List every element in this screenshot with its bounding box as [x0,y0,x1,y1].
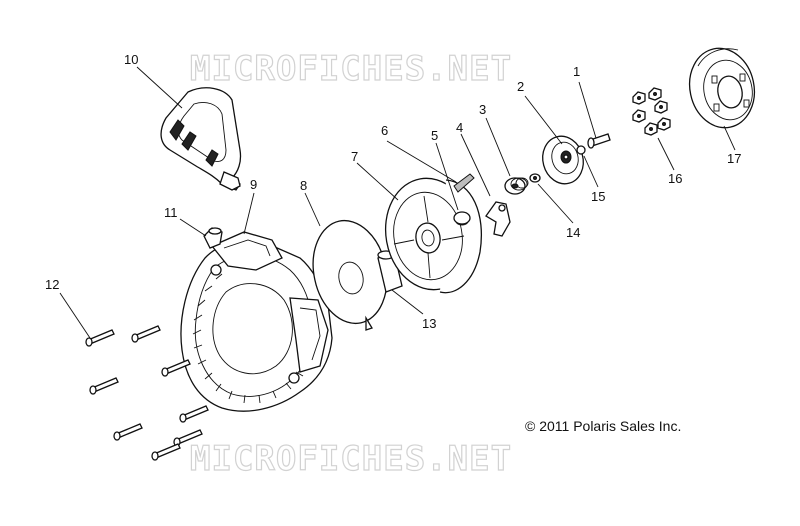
part-7-pulley [384,173,482,294]
part-14-washer [529,173,541,183]
callout-14: 14 [566,225,580,240]
part-9-recoil-housing [180,231,333,412]
callout-8: 8 [300,178,307,193]
callout-13: 13 [422,316,436,331]
part-11-plug [203,227,223,249]
callout-3: 3 [479,102,486,117]
leader-lines [59,66,736,339]
part-12-bolts [85,325,209,461]
part-2-cam-plate [542,135,584,185]
callout-15: 15 [591,189,605,204]
part-10-starter-handle [160,87,242,191]
part-4-pawl [485,201,511,237]
callout-1: 1 [573,64,580,79]
callout-16: 16 [668,171,682,186]
part-17-starter-cup [688,47,756,129]
watermark-top: MICROFICHES.NET [190,49,512,89]
callout-7: 7 [351,149,358,164]
callout-9: 9 [250,177,257,192]
part-1-center-bolt [587,133,611,149]
callout-10: 10 [124,52,138,67]
part-3-spring [504,177,529,195]
callout-17: 17 [727,151,741,166]
callout-4: 4 [456,120,463,135]
callout-11: 11 [164,205,178,220]
part-8-washer-plate [312,219,388,331]
part-16-nuts [632,87,671,136]
part-15-washer [576,145,586,155]
callout-6: 6 [381,123,388,138]
callout-12: 12 [45,277,59,292]
callout-2: 2 [517,79,524,94]
watermark-bottom: MICROFICHES.NET [190,439,512,479]
part-5-clip [453,211,471,226]
callout-5: 5 [431,128,438,143]
copyright-notice: © 2011 Polaris Sales Inc. [525,418,681,434]
